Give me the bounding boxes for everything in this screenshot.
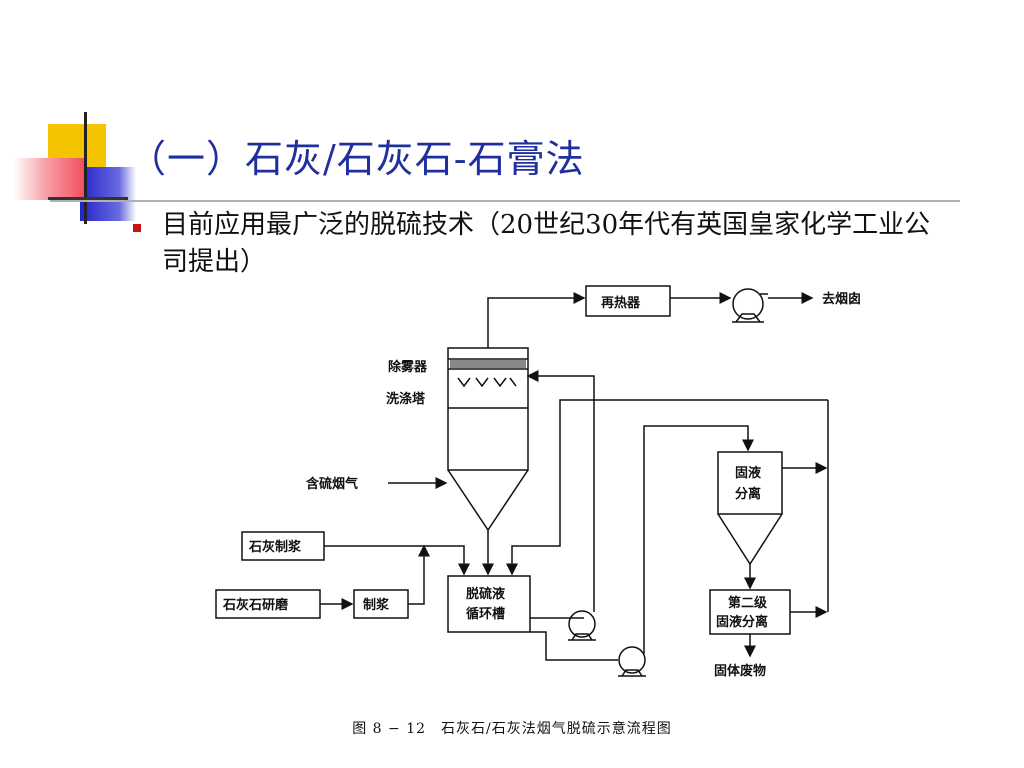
circulation-tank-box (447, 575, 531, 633)
label-circ-tank-line2: 循环槽 (466, 606, 505, 622)
pump-icon-1 (568, 610, 596, 641)
bullet-marker (133, 224, 141, 232)
label-separator-1-line1: 固液 (735, 465, 761, 481)
slide-title: （一）石灰/石灰石-石膏法 (128, 137, 585, 181)
title-divider (50, 200, 960, 202)
bullet-text: 目前应用最广泛的脱硫技术（20世纪30年代有英国皇家化学工业公司提出） (162, 210, 931, 277)
demister-mesh (450, 360, 526, 368)
deco-blue-block (80, 167, 136, 221)
figure-caption: 图 8 − 12 石灰石/石灰法烟气脱硫示意流程图 (352, 721, 672, 737)
tower-cone (447, 469, 529, 532)
label-solid-waste: 固体废物 (714, 663, 766, 679)
spray-nozzles (457, 377, 517, 388)
deco-red-block (14, 158, 84, 200)
label-sulfur-flue-gas: 含硫烟气 (305, 476, 358, 492)
pump-icon-2 (618, 646, 646, 677)
label-limestone-grinding: 石灰石研磨 (222, 597, 288, 613)
label-slurry-making: 制浆 (363, 597, 390, 613)
deco-vertical-line (84, 112, 87, 224)
label-demister: 除雾器 (388, 359, 428, 375)
label-scrubber: 洗涤塔 (386, 391, 426, 407)
label-circ-tank-line1: 脱硫液 (466, 586, 505, 602)
label-lime-slurry: 石灰制浆 (248, 539, 302, 555)
fan-icon (732, 288, 768, 323)
label-second-stage-line1: 第二级 (728, 595, 768, 611)
deco-horizontal-line (48, 197, 128, 200)
label-second-stage-line2: 固液分离 (716, 614, 768, 630)
label-to-chimney: 去烟囱 (822, 291, 861, 307)
label-reheater: 再热器 (601, 295, 641, 311)
label-separator-1-line2: 分离 (735, 486, 761, 502)
reheater-box (585, 285, 671, 317)
separator-1-box (717, 451, 783, 515)
